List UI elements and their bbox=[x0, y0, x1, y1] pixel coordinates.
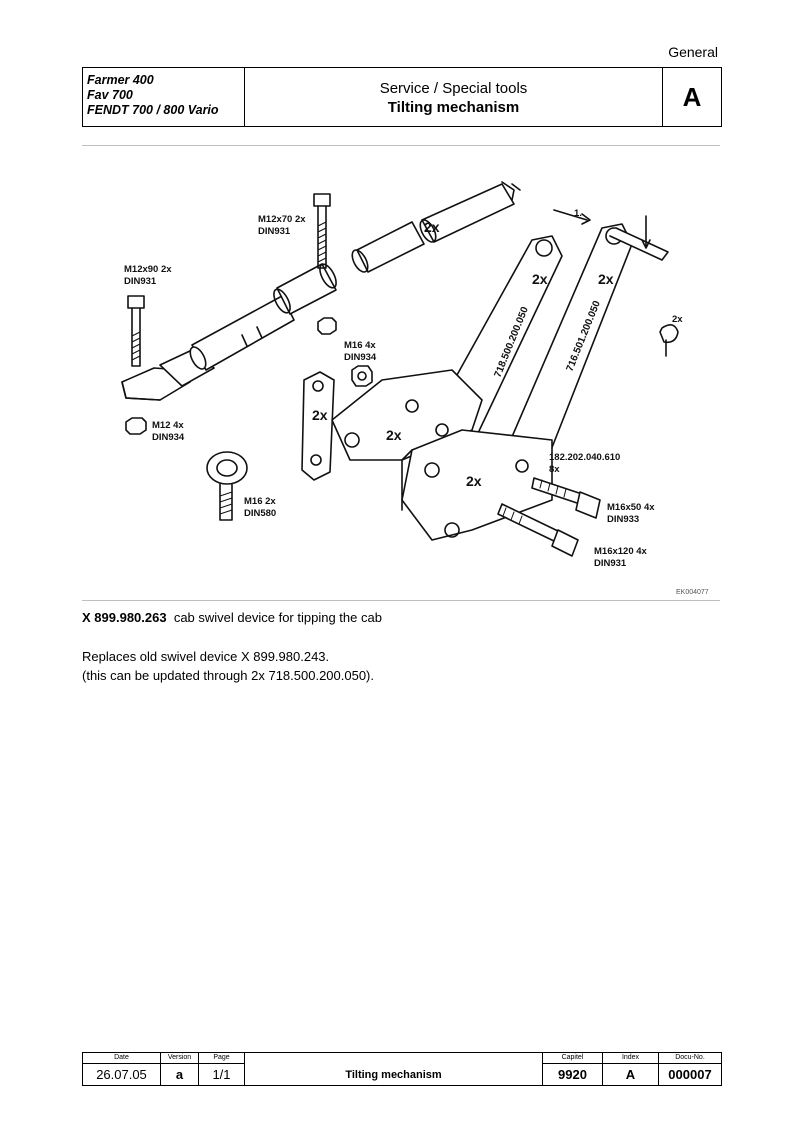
direction-arrow-icon bbox=[553, 209, 651, 249]
nut-m12-top bbox=[317, 317, 337, 335]
label-m16-nut: M16 4x bbox=[344, 340, 376, 351]
exploded-drawing: M12x70 2x DIN931 M12x90 2x DIN931 M16 4x… bbox=[82, 160, 720, 600]
bolt-m16x120 bbox=[497, 503, 579, 557]
footer-title: Tilting mechanism bbox=[245, 1053, 543, 1085]
figure-caption: X 899.980.263 cab swivel device for tipp… bbox=[82, 610, 382, 625]
divider bbox=[82, 600, 720, 601]
footer-version: Version a bbox=[161, 1053, 199, 1085]
model-name: Farmer 400 bbox=[87, 73, 154, 87]
model-list: Farmer 400 Fav 700 FENDT 700 / 800 Vario bbox=[83, 68, 245, 126]
label-m16x50-din: DIN933 bbox=[607, 514, 639, 525]
label-arm1-qty: 2x bbox=[532, 271, 548, 287]
label-m16-nut-din: DIN934 bbox=[344, 352, 377, 363]
part-number: X 899.980.263 bbox=[82, 610, 167, 625]
header-titles: Service / Special tools Tilting mechanis… bbox=[245, 68, 663, 126]
label-m16x50: M16x50 4x bbox=[607, 502, 655, 513]
label-m16x120: M16x120 4x bbox=[594, 546, 648, 557]
nut-m12-bottom bbox=[125, 417, 147, 435]
label-m12x90: M12x90 2x bbox=[124, 264, 172, 275]
footer-capitel: Capitel 9920 bbox=[543, 1053, 603, 1085]
clip-pin bbox=[659, 324, 679, 357]
footer-page: Page 1/1 bbox=[199, 1053, 245, 1085]
label-m12-nut: M12 4x bbox=[152, 420, 184, 431]
footer-docu-no: Docu-No. 000007 bbox=[659, 1053, 721, 1085]
bolt-m12x90 bbox=[127, 295, 145, 367]
document-footer: Date 26.07.05 Version a Page 1/1 Tilting… bbox=[82, 1052, 722, 1086]
label-pin-part: 182.202.040.610 bbox=[549, 452, 620, 463]
label-m16x120-din: DIN931 bbox=[594, 558, 627, 569]
tube-assembly bbox=[121, 181, 521, 401]
part-description: cab swivel device for tipping the cab bbox=[173, 610, 382, 625]
footer-index: Index A bbox=[603, 1053, 659, 1085]
section-label: General bbox=[668, 44, 718, 60]
link-plate bbox=[301, 371, 335, 481]
drawing-code: EK004077 bbox=[676, 589, 709, 596]
note-line: (this can be updated through 2x 718.500.… bbox=[82, 668, 374, 683]
exploded-drawing-svg: M12x70 2x DIN931 M12x90 2x DIN931 M16 4x… bbox=[121, 181, 709, 596]
label-tube-qty: 2x bbox=[424, 219, 440, 235]
footer-date: Date 26.07.05 bbox=[83, 1053, 161, 1085]
model-name: Fav 700 bbox=[87, 88, 133, 102]
label-arm2-qty: 2x bbox=[598, 271, 614, 287]
header-subtitle: Service / Special tools bbox=[379, 80, 528, 97]
label-m12-nut-din: DIN934 bbox=[152, 432, 185, 443]
label-m12x70-din: DIN931 bbox=[258, 226, 291, 237]
label-m16-eye-din: DIN580 bbox=[244, 508, 276, 519]
divider bbox=[82, 145, 720, 146]
note-line: Replaces old swivel device X 899.980.243… bbox=[82, 649, 330, 664]
label-m12x70: M12x70 2x bbox=[258, 214, 306, 225]
model-name: FENDT 700 / 800 Vario bbox=[87, 103, 219, 117]
label-base-qty: 2x bbox=[466, 473, 482, 489]
page-title: Tilting mechanism bbox=[387, 99, 520, 116]
nut-m16 bbox=[351, 365, 373, 387]
label-plate-qty: 2x bbox=[312, 407, 328, 423]
label-pin-qty: 8x bbox=[549, 464, 560, 475]
bolt-m12x70 bbox=[313, 193, 331, 269]
label-clip-qty: 2x bbox=[672, 314, 683, 325]
label-bracket-qty: 2x bbox=[386, 427, 402, 443]
notes: Replaces old swivel device X 899.980.243… bbox=[82, 647, 374, 685]
document-header: Farmer 400 Fav 700 FENDT 700 / 800 Vario… bbox=[82, 67, 722, 127]
eye-bolt-m16 bbox=[206, 451, 248, 521]
index-letter: A bbox=[682, 81, 702, 112]
label-m12x90-din: DIN931 bbox=[124, 276, 157, 287]
label-m16-eye: M16 2x bbox=[244, 496, 276, 507]
bolt-m16x50 bbox=[531, 477, 601, 519]
label-direction: 1. bbox=[574, 208, 582, 219]
